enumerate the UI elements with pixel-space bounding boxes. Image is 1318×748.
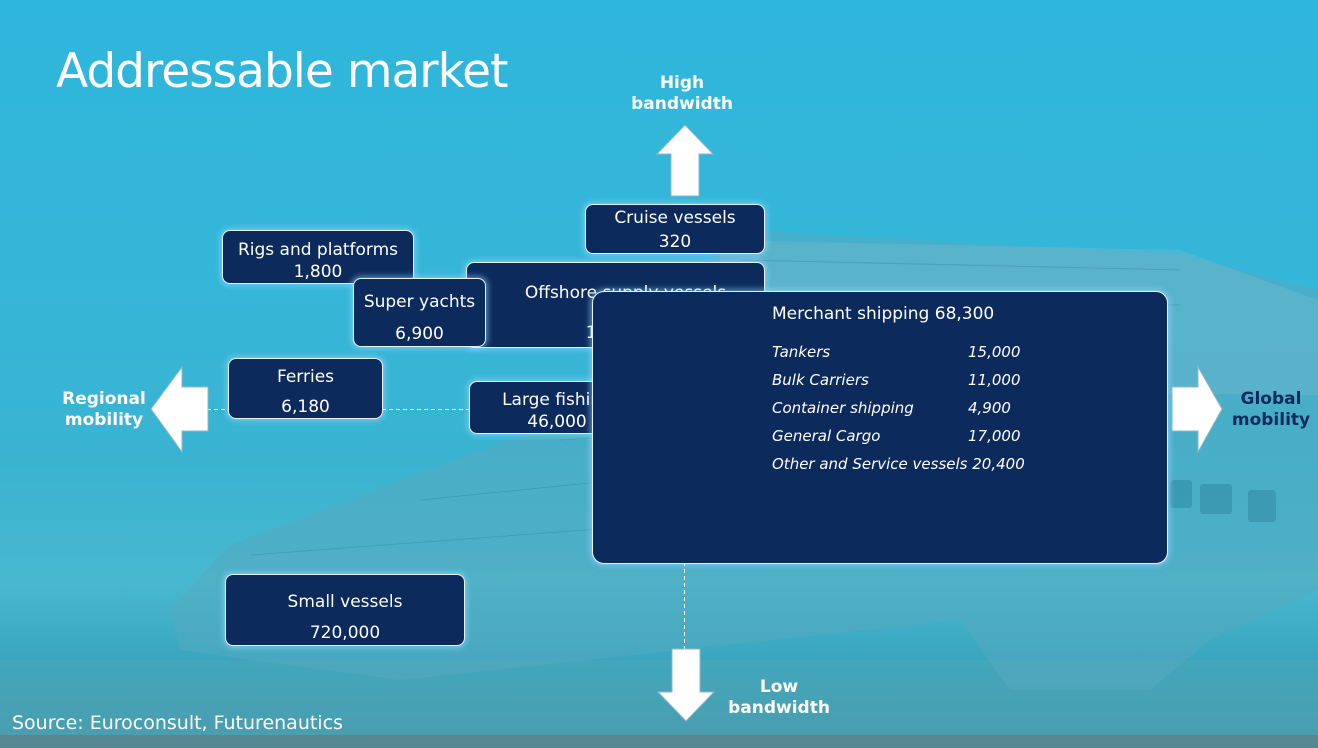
global-mobility-label: Global mobility xyxy=(1224,389,1318,431)
down-arrow-icon xyxy=(656,648,716,722)
low-bandwidth-label: Low bandwidth xyxy=(718,677,840,719)
segment-name: Large fishing xyxy=(502,390,612,410)
super-yachts-box: Super yachts 6,900 xyxy=(353,278,486,347)
small-vessels-box: Small vessels 720,000 xyxy=(225,574,465,646)
high-bandwidth-label: High bandwidth xyxy=(622,73,742,115)
merchant-title: Merchant shipping 68,300 xyxy=(772,304,995,324)
segment-name: Cruise vessels xyxy=(614,208,736,228)
segment-name: Small vessels xyxy=(287,592,403,612)
ferries-box: Ferries 6,180 xyxy=(228,358,383,419)
axis-label-line: High xyxy=(659,73,705,93)
segment-value: 1,800 xyxy=(293,262,343,282)
segment-name: Ferries xyxy=(276,367,335,387)
up-arrow-icon xyxy=(655,124,715,197)
axis-label-line: Low xyxy=(759,677,799,697)
left-arrow-icon xyxy=(150,365,209,454)
cruise-vessels-box: Cruise vessels 320 xyxy=(585,204,765,254)
merchant-row-label: Other and Service vessels 20,400 xyxy=(772,455,1025,473)
slide-title: Addressable market xyxy=(56,44,509,99)
regional-mobility-label: Regional mobility xyxy=(48,389,160,431)
merchant-row-value: 17,000 xyxy=(968,427,1021,445)
merchant-row-value: 15,000 xyxy=(968,343,1021,361)
merchant-shipping-box: Merchant shipping 68,300 Tankers 15,000 … xyxy=(592,291,1168,564)
merchant-row-label: Container shipping xyxy=(772,399,914,417)
axis-label-line: Regional xyxy=(62,389,146,409)
merchant-row-label: Tankers xyxy=(772,343,831,361)
merchant-row-label: Bulk Carriers xyxy=(772,371,869,389)
axis-label-line: mobility xyxy=(64,410,144,430)
axis-label-line: bandwidth xyxy=(728,698,830,718)
segment-name: Super yachts xyxy=(363,292,476,312)
segment-value: 6,180 xyxy=(281,397,330,417)
axis-label-line: bandwidth xyxy=(631,94,733,114)
merchant-row-value: 11,000 xyxy=(968,371,1021,389)
segment-value: 6,900 xyxy=(395,324,444,344)
right-arrow-icon xyxy=(1171,365,1223,454)
merchant-row-value: 4,900 xyxy=(968,399,1011,417)
segment-value: 320 xyxy=(658,232,692,252)
axis-label-line: Global xyxy=(1240,389,1302,409)
source-caption: Source: Euroconsult, Futurenautics xyxy=(12,712,343,734)
segment-value: 46,000 xyxy=(527,412,587,432)
merchant-row-label: General Cargo xyxy=(772,427,881,445)
rigs-platforms-box: Rigs and platforms 1,800 xyxy=(222,230,414,284)
segment-value: 720,000 xyxy=(309,623,381,643)
axis-label-line: mobility xyxy=(1231,410,1311,430)
segment-name: Rigs and platforms xyxy=(237,240,399,260)
